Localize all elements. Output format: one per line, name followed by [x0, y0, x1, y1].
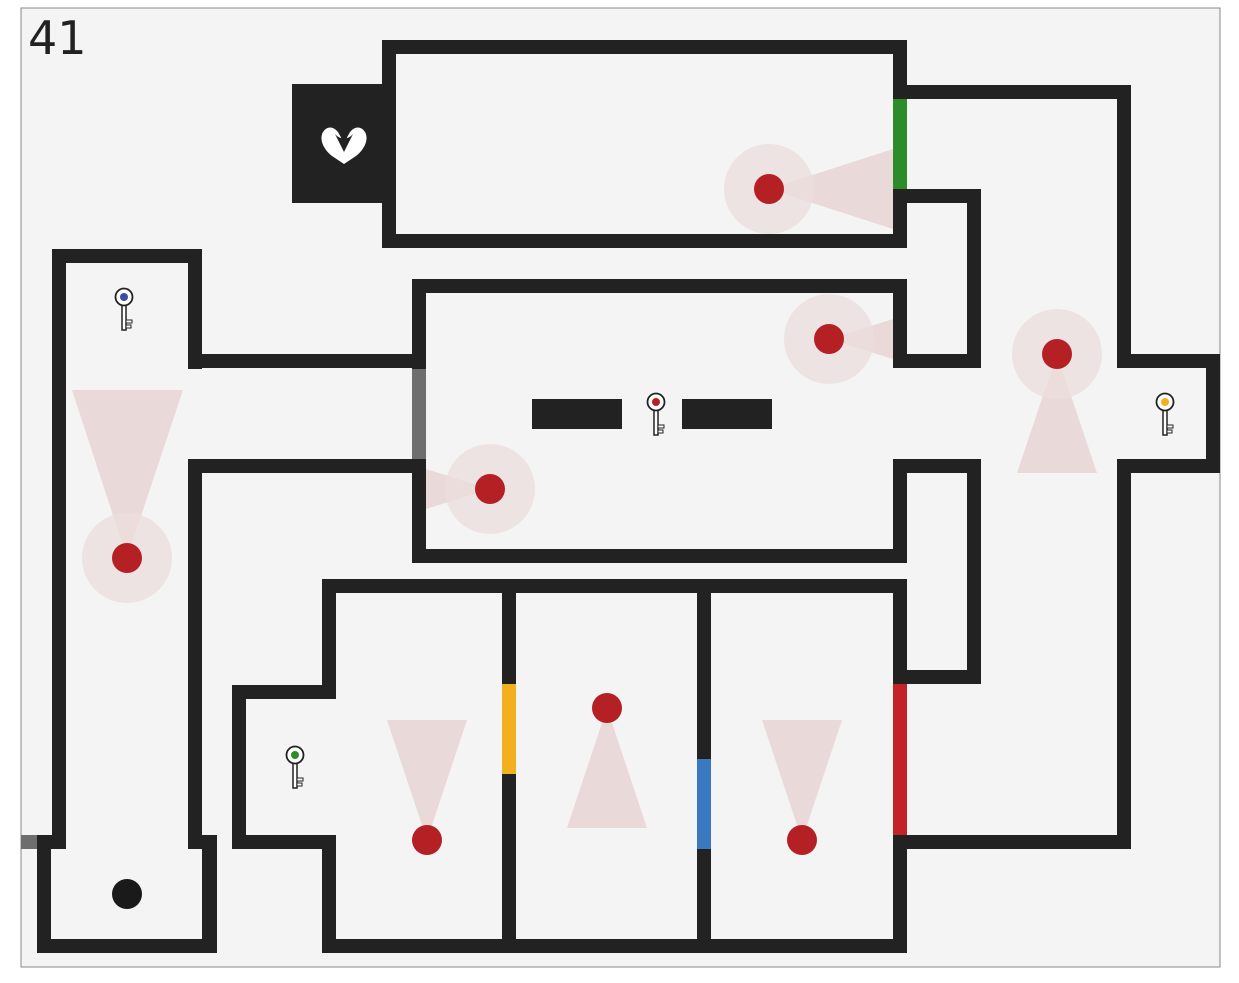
wall-segment	[893, 189, 981, 203]
center-block-left	[532, 399, 622, 429]
wall-segment	[412, 279, 426, 369]
wall-segment	[967, 189, 981, 368]
wall-segment	[412, 549, 907, 563]
wall-segment	[893, 835, 1131, 849]
wall-segment	[382, 40, 396, 248]
wall-segment	[893, 40, 907, 99]
wall-segment	[1117, 354, 1220, 368]
wall-segment	[322, 939, 907, 953]
center-block-right	[682, 399, 772, 429]
wall-segment	[893, 670, 981, 684]
exit-tile[interactable]	[292, 84, 382, 203]
wall-segment	[893, 579, 907, 684]
doors	[21, 99, 907, 849]
vision-cone	[567, 708, 647, 828]
wall-segment	[188, 354, 426, 368]
wall-segment	[52, 249, 66, 849]
blue-door	[697, 759, 711, 849]
wall-segment	[188, 835, 217, 849]
red-door	[893, 684, 907, 835]
vision-cone	[387, 720, 467, 840]
yellow-key	[1155, 392, 1175, 436]
wall-segment	[382, 40, 907, 54]
vision-cone	[72, 390, 183, 558]
wall-segment	[893, 85, 1131, 99]
wall-segment	[893, 279, 907, 368]
wall-segment	[893, 354, 981, 368]
wall-segment	[188, 459, 202, 849]
green-key	[285, 745, 305, 789]
wall-segment	[188, 249, 202, 369]
wall-segment	[322, 579, 336, 699]
wall-segment	[1117, 459, 1220, 473]
wall-segment	[893, 459, 981, 473]
vision-cone	[762, 720, 842, 840]
wall-segment	[188, 459, 426, 473]
player[interactable]	[112, 879, 142, 909]
wall-segment	[232, 835, 336, 849]
wall-segment	[1117, 459, 1131, 849]
vision-cone	[1017, 354, 1097, 473]
guard-bottom-left-room	[412, 825, 442, 855]
level-number: 41	[28, 11, 87, 65]
wall-segment	[1206, 354, 1220, 473]
wall-segment	[893, 459, 907, 563]
walls	[37, 40, 1220, 953]
guard-bottom-middle-room	[592, 693, 622, 723]
wall-segment	[697, 849, 711, 953]
wall-segment	[412, 279, 907, 293]
wall-segment	[37, 835, 51, 953]
wall-segment	[1117, 85, 1131, 368]
green-door	[893, 99, 907, 189]
wall-segment	[52, 249, 202, 263]
guard-center-upper-right	[814, 324, 844, 354]
guard-right-corridor	[1042, 339, 1072, 369]
guard-top-room	[754, 174, 784, 204]
guards	[112, 174, 1072, 855]
guard-center-lower-left	[475, 474, 505, 504]
wall-segment	[202, 835, 217, 953]
wall-segment	[232, 685, 336, 699]
wall-segment	[37, 939, 217, 953]
wall-segment	[412, 459, 426, 563]
guard-bottom-right-room	[787, 825, 817, 855]
guard-left-corridor	[112, 543, 142, 573]
wall-segment	[232, 685, 246, 849]
wall-segment	[893, 189, 907, 248]
wall-segment	[967, 459, 981, 684]
wall-segment	[322, 579, 907, 593]
heart-exit-icon	[321, 127, 367, 164]
vision-cone	[769, 149, 893, 229]
keys	[114, 287, 1175, 789]
vision-cones	[72, 149, 1097, 840]
wall-segment	[502, 579, 516, 684]
yellow-door	[502, 684, 516, 774]
grey-door-edge	[21, 835, 37, 849]
wall-segment	[322, 835, 336, 953]
grey-door-center	[412, 369, 426, 459]
wall-segment	[382, 234, 907, 248]
wall-segment	[697, 579, 711, 759]
wall-segment	[893, 835, 907, 953]
red-key	[646, 392, 666, 436]
wall-segment	[502, 774, 516, 953]
blue-key	[114, 287, 134, 331]
